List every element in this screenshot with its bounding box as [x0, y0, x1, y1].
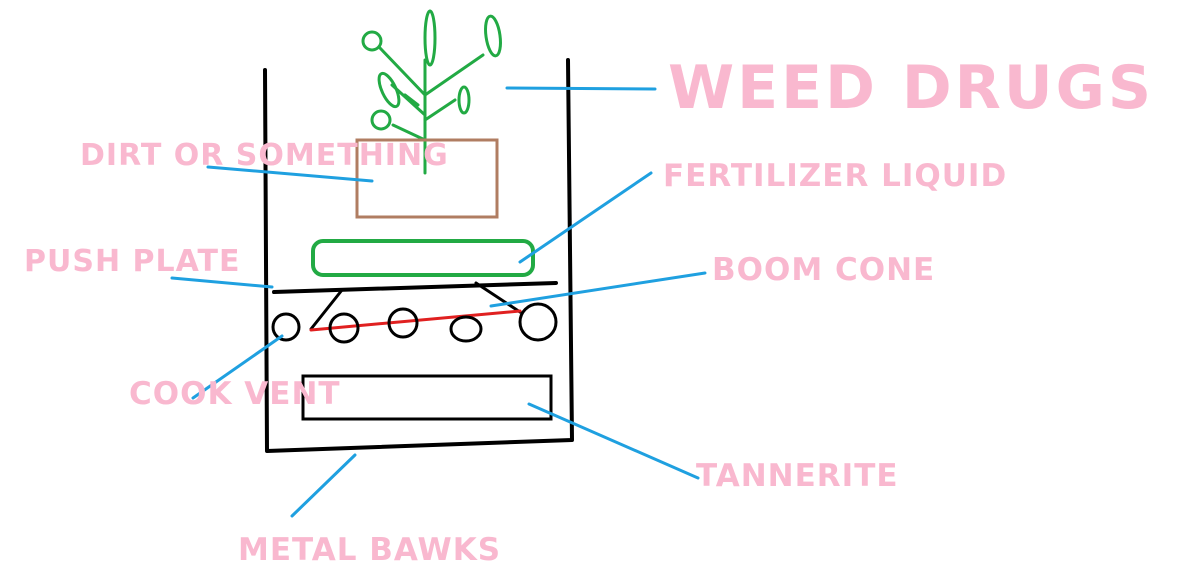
- plant-drawing: [361, 9, 502, 175]
- metal-box-outline: [263, 58, 574, 453]
- vent-ball: [387, 307, 419, 339]
- label-boom-cone: BOOM CONE: [712, 252, 936, 288]
- vent-ball: [271, 312, 301, 342]
- plant-leaf: [423, 9, 437, 67]
- leader-line-cook-vent: [191, 334, 284, 400]
- plant-branch: [378, 46, 427, 97]
- label-cook-vent: COOK VENT: [129, 376, 341, 412]
- plant-branch: [423, 53, 485, 97]
- plant-leaf: [361, 30, 383, 52]
- plant-branch: [403, 93, 420, 107]
- diagram-title: WEED DRUGS: [668, 53, 1155, 123]
- boom-cone-outline: [309, 281, 522, 331]
- leader-line-dirt: [206, 165, 374, 183]
- plant-leaf: [457, 85, 471, 115]
- tannerite-box: [301, 374, 553, 421]
- push-plate-line: [272, 281, 558, 294]
- vent-ball: [328, 312, 360, 344]
- leader-line-boom-cone: [489, 271, 707, 308]
- plant-leaf: [484, 14, 502, 58]
- plant-branch: [423, 98, 457, 122]
- leader-line-tannerite: [527, 402, 700, 480]
- plant-branch: [391, 123, 427, 142]
- leader-lines: [170, 86, 707, 518]
- label-fertilizer-liquid: FERTILIZER LIQUID: [663, 158, 1008, 194]
- leader-line-fertilizer: [518, 171, 653, 264]
- label-push-plate: PUSH PLATE: [24, 244, 241, 279]
- vent-ball: [449, 315, 483, 343]
- label-metal-box: METAL BAWKS: [238, 532, 502, 568]
- plant-leaf: [377, 71, 401, 109]
- label-tannerite: TANNERITE: [696, 458, 899, 494]
- leader-line-metal-box: [290, 453, 357, 518]
- fertilizer-container: [311, 239, 535, 277]
- leader-line-title: [505, 86, 657, 91]
- cook-vent-balls: [271, 302, 558, 344]
- vent-ball: [518, 302, 558, 342]
- leader-line-push-plate: [170, 276, 274, 289]
- plant-leaf: [370, 109, 392, 131]
- label-dirt: DIRT OR SOMETHING: [80, 138, 449, 173]
